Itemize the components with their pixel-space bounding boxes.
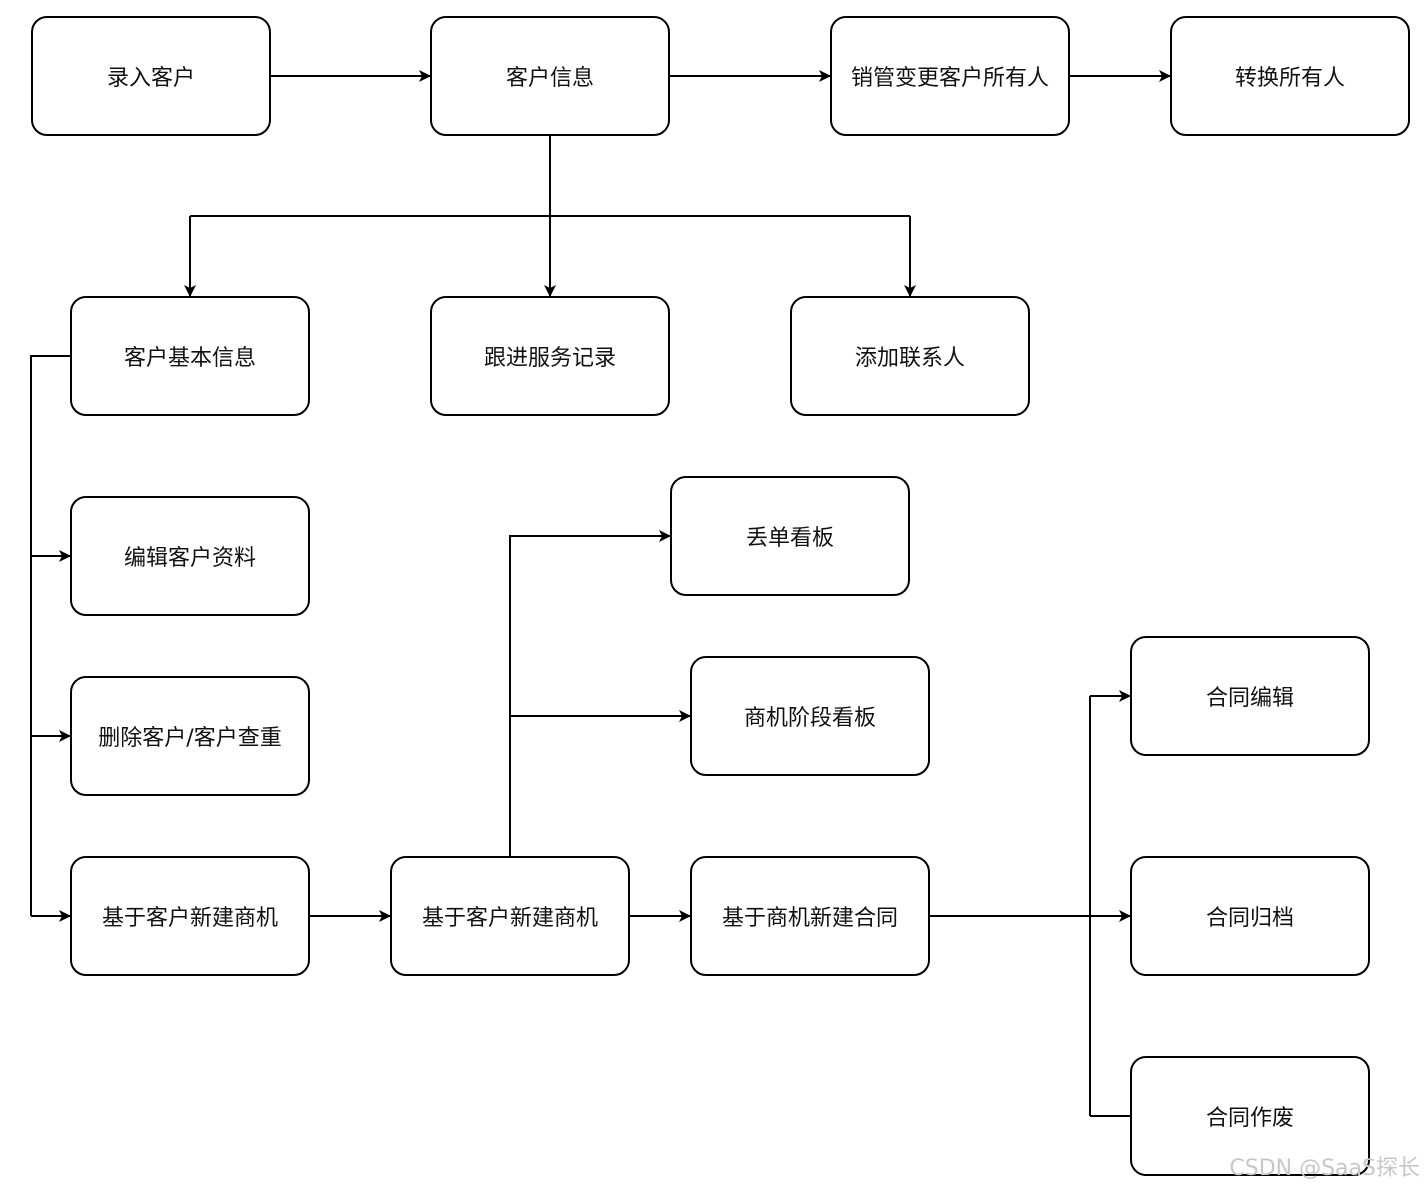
node-label: 转换所有人 xyxy=(1234,66,1345,91)
node-label: 基于客户新建商机 xyxy=(421,906,598,931)
node-label: 合同作废 xyxy=(1205,1106,1294,1131)
node-label: 商机阶段看板 xyxy=(743,706,876,731)
node-label: 跟进服务记录 xyxy=(483,346,616,371)
node-new-contract: 基于商机新建合同 xyxy=(690,856,930,976)
node-follow-up-record: 跟进服务记录 xyxy=(430,296,670,416)
node-label: 基于商机新建合同 xyxy=(721,906,898,931)
node-contract-void: 合同作废 xyxy=(1130,1056,1370,1176)
node-customer-info: 客户信息 xyxy=(430,16,670,136)
node-delete-customer: 删除客户/客户查重 xyxy=(70,676,310,796)
node-label: 丢单看板 xyxy=(745,526,834,551)
node-sales-change-owner: 销管变更客户所有人 xyxy=(830,16,1070,136)
node-label: 销管变更客户所有人 xyxy=(850,66,1049,91)
node-label: 客户信息 xyxy=(505,66,594,91)
node-contract-archive: 合同归档 xyxy=(1130,856,1370,976)
node-label: 合同编辑 xyxy=(1205,686,1294,711)
edge-basic-info-trunk xyxy=(30,355,70,916)
node-contract-edit: 合同编辑 xyxy=(1130,636,1370,756)
node-new-opportunity-1: 基于客户新建商机 xyxy=(70,856,310,976)
node-lost-board: 丢单看板 xyxy=(670,476,910,596)
node-label: 编辑客户资料 xyxy=(123,546,256,571)
node-add-contact: 添加联系人 xyxy=(790,296,1030,416)
node-new-opportunity-2: 基于客户新建商机 xyxy=(390,856,630,976)
edge-opp2-to-lost-board xyxy=(509,530,671,856)
node-label: 删除客户/客户查重 xyxy=(98,726,282,751)
node-enter-customer: 录入客户 xyxy=(31,16,271,136)
node-label: 基于客户新建商机 xyxy=(101,906,278,931)
node-label: 添加联系人 xyxy=(854,346,965,371)
node-transfer-owner: 转换所有人 xyxy=(1170,16,1410,136)
node-edit-customer: 编辑客户资料 xyxy=(70,496,310,616)
watermark: CSDN @SaaS探长 xyxy=(1229,1156,1420,1181)
node-label: 录入客户 xyxy=(106,66,195,91)
node-label: 合同归档 xyxy=(1205,906,1294,931)
node-customer-basic-info: 客户基本信息 xyxy=(70,296,310,416)
node-label: 客户基本信息 xyxy=(123,346,256,371)
node-stage-board: 商机阶段看板 xyxy=(690,656,930,776)
